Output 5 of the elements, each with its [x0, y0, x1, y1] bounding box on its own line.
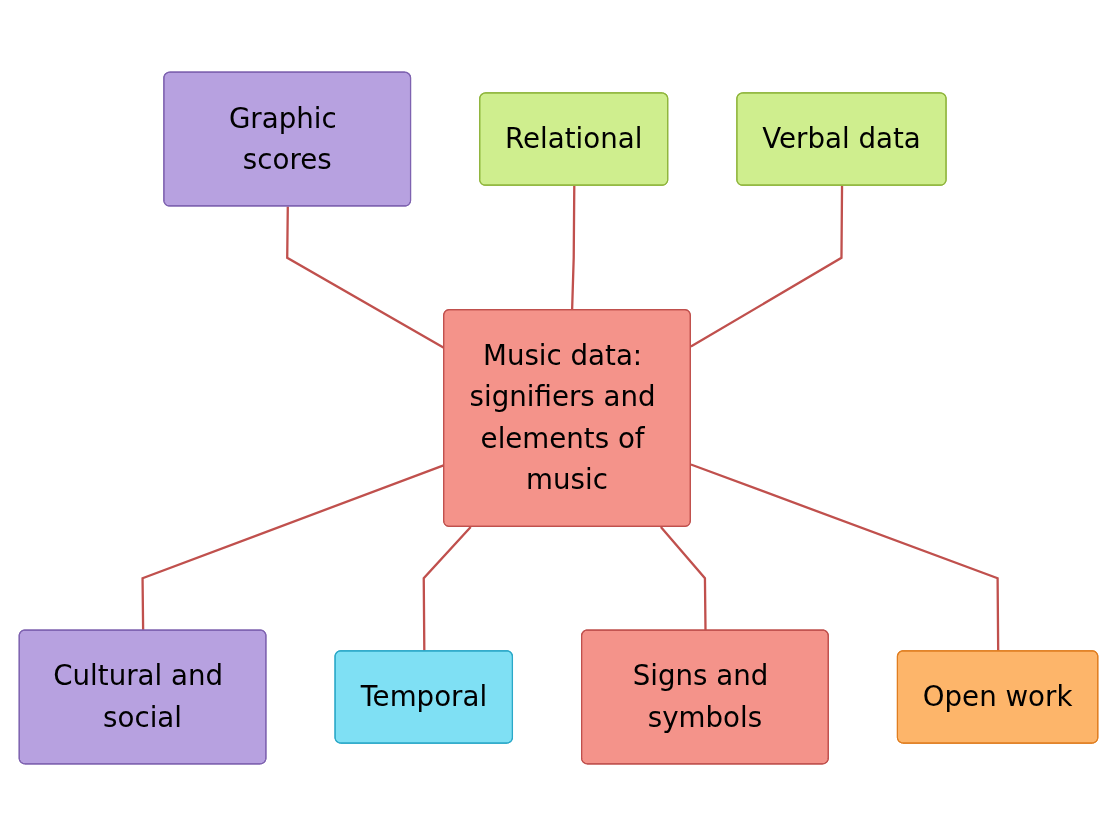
connector [690, 185, 844, 348]
connector [659, 526, 707, 631]
connector [690, 463, 1000, 652]
connector [570, 185, 576, 311]
connector [422, 526, 472, 652]
